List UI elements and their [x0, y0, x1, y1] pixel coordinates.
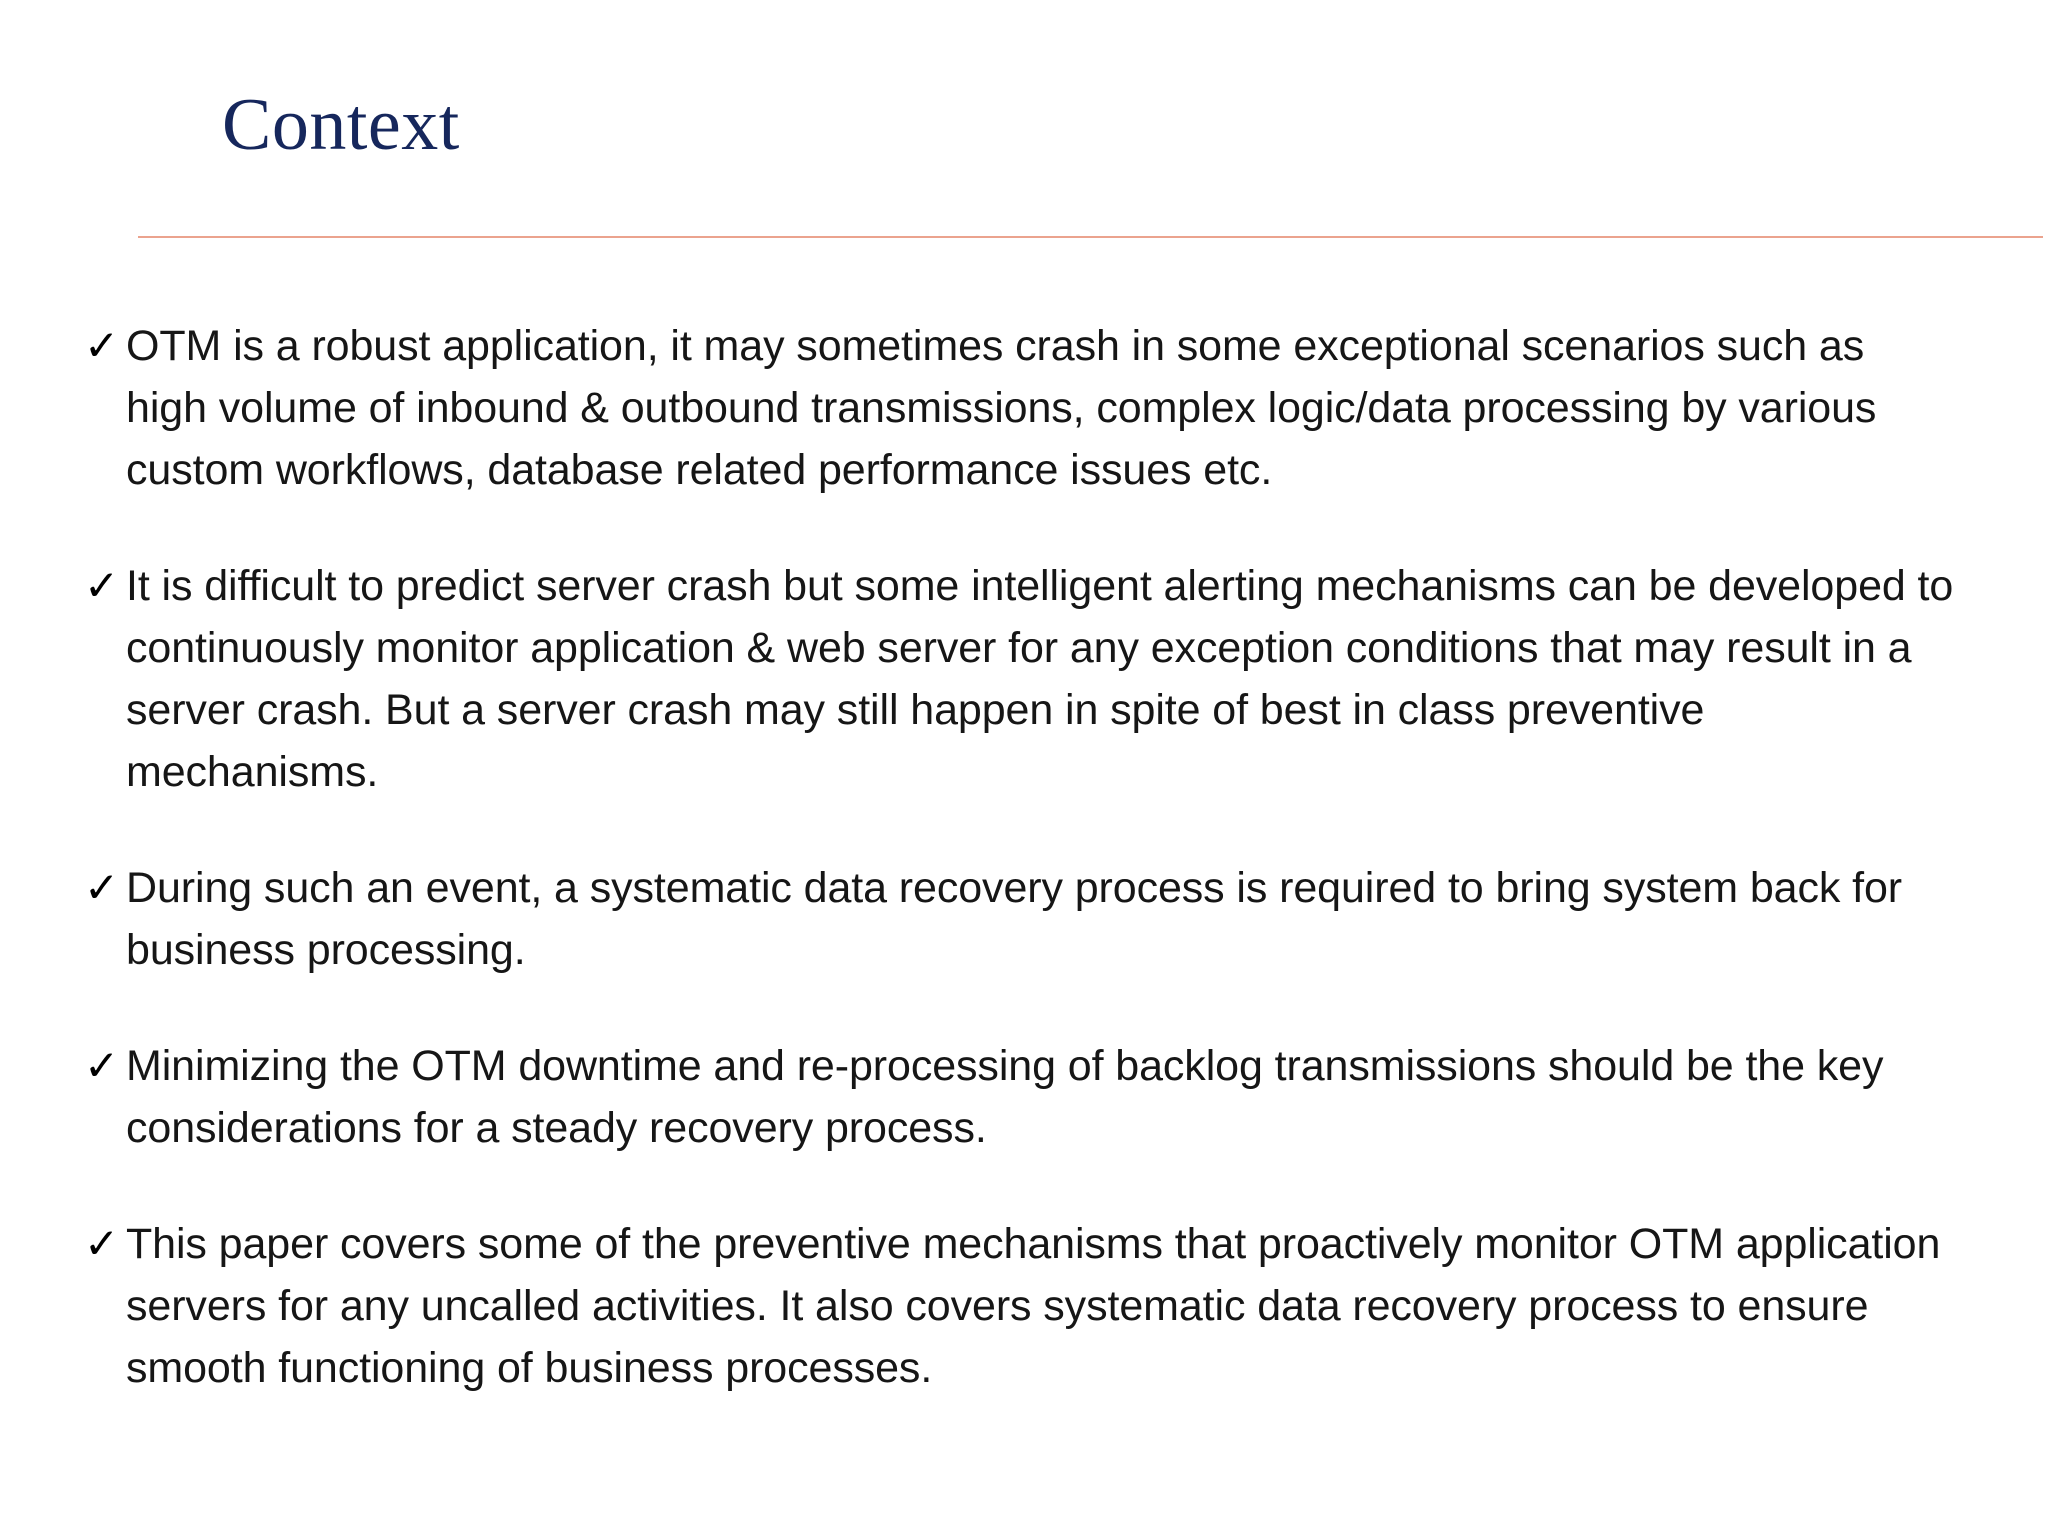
- checkmark-icon: ✓: [84, 321, 120, 370]
- list-item: ✓ This paper covers some of the preventi…: [74, 1213, 1974, 1399]
- list-item: ✓ Minimizing the OTM downtime and re-pro…: [74, 1035, 1974, 1159]
- title-block: Context: [222, 88, 1822, 162]
- checkmark-icon: ✓: [84, 1219, 120, 1268]
- list-item-text: It is difficult to predict server crash …: [126, 562, 1954, 796]
- list-item-text: OTM is a robust application, it may some…: [126, 322, 1877, 494]
- list-item: ✓ It is difficult to predict server cras…: [74, 555, 1974, 803]
- list-item-text: This paper covers some of the preventive…: [126, 1220, 1941, 1392]
- list-item: ✓ During such an event, a systematic dat…: [74, 857, 1974, 981]
- checkmark-icon: ✓: [84, 863, 120, 912]
- checkmark-icon: ✓: [84, 1041, 120, 1090]
- page-title: Context: [222, 84, 460, 166]
- list-item-text: Minimizing the OTM downtime and re-proce…: [126, 1042, 1884, 1152]
- title-divider-rule: [138, 236, 2043, 238]
- list-item-text: During such an event, a systematic data …: [126, 864, 1902, 974]
- checkmark-icon: ✓: [84, 561, 120, 610]
- bullet-list: ✓ OTM is a robust application, it may so…: [74, 315, 1974, 1399]
- list-item: ✓ OTM is a robust application, it may so…: [74, 315, 1974, 501]
